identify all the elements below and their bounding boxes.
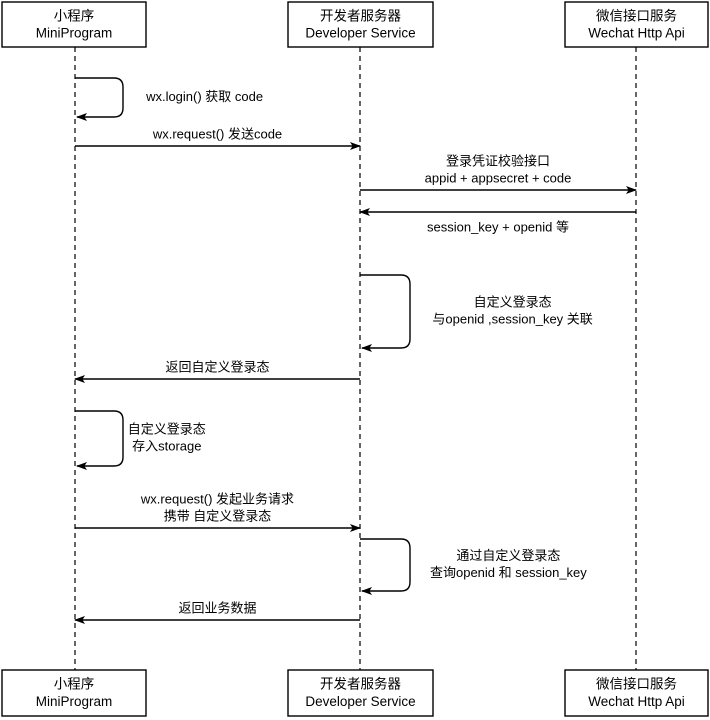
actor-box-miniprogram-bottom[interactable]: 小程序 MiniProgram [1,669,147,717]
actor-box-frame [287,669,434,717]
actor-name-cn: 小程序 [54,677,95,692]
message-label-line-1: 返回业务数据 [178,600,256,615]
actor-box-developer-service-top[interactable]: 开发者服务器 Developer Service [287,1,434,48]
message-label-line-2: 携带 自定义登录态 [164,508,272,523]
actor-name-en: Wechat Http Api [588,694,685,709]
actor-box-developer-service-bottom[interactable]: 开发者服务器 Developer Service [287,669,434,717]
message-label-line-2: appid + appsecret + code [425,170,572,185]
self-message-label-line-2: 与openid ,session_key 关联 [432,311,592,326]
self-message-label-line-2: 存入storage [132,438,201,453]
self-message-label-line-1: 自定义登录态 [474,294,552,309]
message-m1[interactable]: wx.login() 获取 code [75,77,263,121]
lifelines-layer [74,47,637,670]
message-label-line-1: wx.request() 发送code [152,126,282,141]
actor-box-wechat-http-api-top[interactable]: 微信接口服务 Wechat Http Api [564,1,709,48]
actor-name-en: Developer Service [305,694,415,709]
actor-box-miniprogram-top[interactable]: 小程序 MiniProgram [1,1,147,48]
message-m6[interactable]: 返回自定义登录态 [74,359,360,383]
self-message-loop [360,538,411,595]
self-message-loop [360,274,411,352]
actor-name-en: Developer Service [305,26,415,41]
message-m10[interactable]: 返回业务数据 [74,600,360,624]
message-label-line-1: 返回自定义登录态 [165,359,269,374]
message-m2[interactable]: wx.request() 发送code [75,126,361,150]
message-m3[interactable]: 登录凭证校验接口 appid + appsecret + code [360,153,637,194]
self-message-label-line-2: 查询openid 和 session_key [430,565,587,580]
self-message-loop [75,410,124,470]
actor-box-frame [1,669,147,717]
actor-box-frame [287,1,434,48]
message-label-line-1: 登录凭证校验接口 [446,153,550,168]
self-message-loop [75,77,124,121]
actor-name-cn: 微信接口服务 [596,7,677,23]
actor-name-en: MiniProgram [36,26,113,41]
self-message-label-line-1: 自定义登录态 [128,421,206,436]
actor-name-cn: 开发者服务器 [320,8,401,23]
actor-box-frame [564,1,709,48]
actor-box-frame [564,669,709,717]
self-message-label-line-1: wx.login() 获取 code [145,89,263,104]
actor-box-frame [1,1,147,48]
message-m4[interactable]: session_key + openid 等 [359,208,636,234]
messages-layer: wx.login() 获取 code wx.request() 发送code 登录凭… [74,77,637,624]
actor-name-en: MiniProgram [36,694,113,709]
actor-name-cn: 微信接口服务 [596,676,677,692]
actor-name-en: Wechat Http Api [588,26,685,41]
actor-name-cn: 小程序 [54,8,95,23]
message-label-line-1: session_key + openid 等 [427,219,569,234]
actor-box-wechat-http-api-bottom[interactable]: 微信接口服务 Wechat Http Api [564,669,709,717]
message-label-line-1: wx.request() 发起业务请求 [140,491,294,506]
actor-name-cn: 开发者服务器 [320,677,401,692]
self-message-label-line-1: 通过自定义登录态 [456,548,560,563]
